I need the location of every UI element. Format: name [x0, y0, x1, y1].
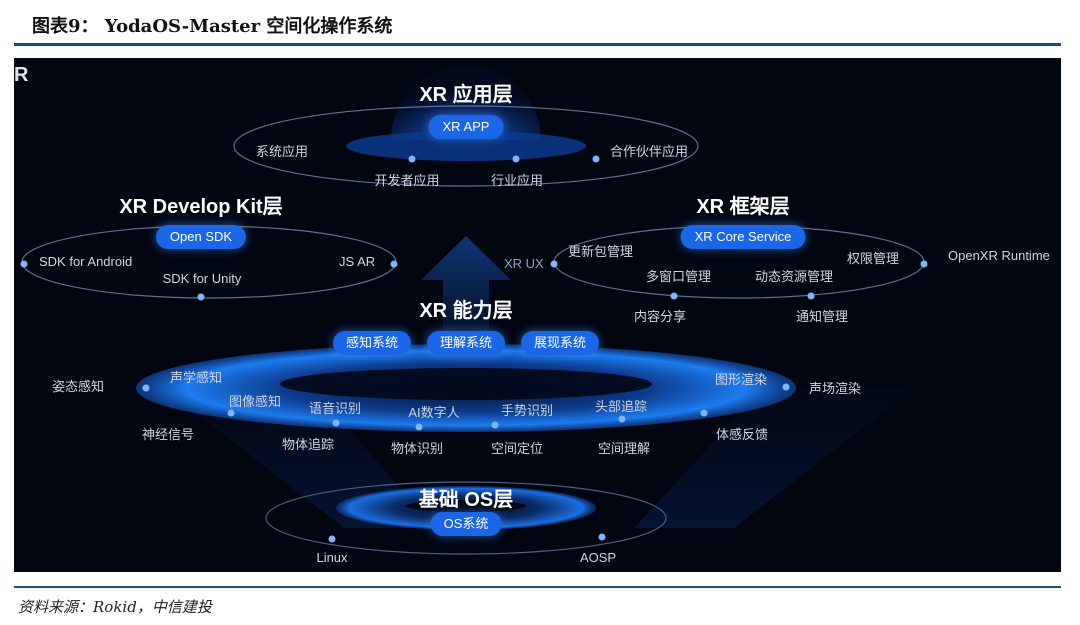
devkit-layer-title: XR Develop Kit层 [119, 196, 283, 218]
diagram-graphics [20, 65, 928, 555]
capability-item-spatial-positioning: 空间定位 [490, 441, 544, 456]
node-dot [920, 260, 928, 268]
capability-pill-perception: 感知系统 [332, 331, 412, 355]
node-dot [592, 155, 600, 163]
node-dot [618, 415, 626, 423]
framework-item-notification-manager: 通知管理 [796, 309, 849, 324]
devkit-item-sdk-unity: SDK for Unity [162, 271, 242, 286]
capability-item-spatial-understanding: 空间理解 [598, 441, 651, 456]
base-layer-pill: OS系统 [430, 512, 502, 536]
framework-item-update-manager: 更新包管理 [568, 244, 634, 259]
upward-arrow [421, 236, 511, 348]
light-beam-right [634, 388, 914, 528]
capability-item-graphics-rendering: 图形渲染 [715, 372, 768, 387]
node-dot [700, 409, 708, 417]
framework-layer-title: XR 框架层 [696, 196, 790, 218]
devkit-layer-pill: Open SDK [155, 225, 247, 249]
node-dot [491, 421, 499, 429]
node-dot [20, 260, 28, 268]
capability-item-object-recognition: 物体识别 [390, 441, 444, 456]
capability-pill-presentation: 展现系统 [520, 331, 600, 355]
capability-item-image-perception: 图像感知 [229, 394, 282, 409]
app-item-system-apps: 系统应用 [256, 144, 309, 159]
framework-layer-pill: XR Core Service [680, 225, 806, 249]
framework-item-xr-ux: XR UX [504, 256, 544, 271]
capability-item-neural-signal: 神经信号 [142, 427, 195, 442]
node-dot [807, 292, 815, 300]
base-layer-title: 基础 OS层 [418, 489, 514, 511]
framework-item-openxr-runtime: OpenXR Runtime [948, 248, 1050, 263]
capability-item-ai-avatar: AI数字人 [408, 405, 460, 420]
app-item-partner-apps: 合作伙伴应用 [610, 144, 689, 159]
base-layer-core [406, 500, 526, 512]
figure-title: 图表9： YodaOS-Master 空间化操作系统 [32, 16, 393, 37]
node-dot [512, 155, 520, 163]
capability-item-speech-recognition: 语音识别 [309, 401, 362, 416]
source-note: 资料来源：Rokid，中信建投 [18, 598, 212, 616]
node-dot [227, 409, 235, 417]
node-dot [782, 383, 790, 391]
footer-divider [14, 586, 1061, 588]
base-layer-ring [265, 481, 667, 555]
capability-item-pose-perception: 姿态感知 [52, 379, 105, 394]
devkit-item-js-ar: JS AR [339, 254, 376, 269]
capability-layer-title: XR 能力层 [419, 300, 513, 322]
app-layer-title: XR 应用层 [419, 84, 513, 106]
node-dot [390, 260, 398, 268]
app-layer-dome [391, 65, 541, 140]
framework-item-dynamic-resource-manager: 动态资源管理 [755, 269, 834, 284]
node-dot [598, 533, 606, 541]
capability-item-haptic-feedback: 体感反馈 [716, 427, 769, 442]
base-item-linux: Linux [316, 550, 348, 565]
capability-item-object-tracking: 物体追踪 [282, 437, 335, 452]
node-dot [197, 293, 205, 301]
node-dot [550, 260, 558, 268]
framework-item-permission-manager: 权限管理 [847, 251, 900, 266]
framework-item-multiwindow-manager: 多窗口管理 [646, 269, 712, 284]
node-dot [408, 155, 416, 163]
capability-item-head-tracking: 头部追踪 [595, 399, 648, 414]
devkit-item-sdk-android: SDK for Android [39, 254, 133, 269]
title-divider [14, 43, 1061, 46]
node-dot [328, 535, 336, 543]
node-dots [20, 155, 928, 543]
app-item-industry-apps: 行业应用 [490, 173, 544, 188]
node-dot [415, 423, 423, 431]
capability-pill-understanding: 理解系统 [426, 331, 506, 355]
app-layer-disc [346, 131, 586, 161]
capability-item-acoustic-perception: 声学感知 [170, 370, 223, 385]
capability-item-gesture-recognition: 手势识别 [501, 403, 554, 418]
light-beam-left [164, 388, 434, 528]
capability-item-soundfield-rendering: 声场渲染 [809, 381, 862, 396]
app-item-developer-apps: 开发者应用 [374, 173, 440, 188]
node-dot [142, 384, 150, 392]
framework-item-content-share: 内容分享 [634, 309, 687, 324]
node-dot [332, 419, 340, 427]
base-item-aosp: AOSP [579, 550, 617, 565]
app-layer-pill: XR APP [428, 115, 504, 139]
app-layer-ring [233, 105, 699, 187]
node-dot [670, 292, 678, 300]
capability-layer-core [280, 368, 652, 400]
architecture-diagram: R XR 应用层 XR APP 系统应用 开发者应用 行业应用 合作伙伴应用 X… [14, 58, 1061, 572]
corner-logo-glyph: R [14, 64, 29, 86]
